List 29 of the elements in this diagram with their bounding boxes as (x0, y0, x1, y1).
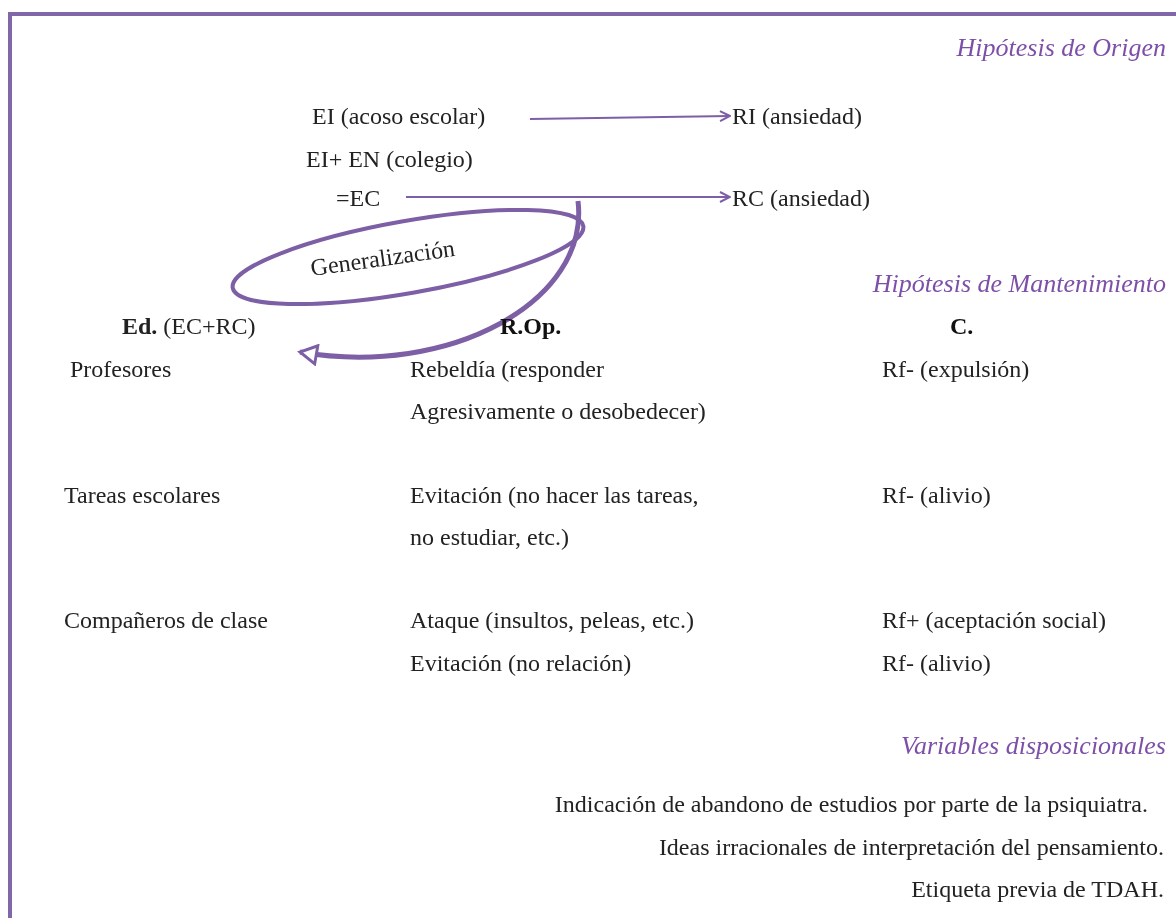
table-text: EI+ EN (colegio) (306, 145, 474, 174)
node-text: =EC (336, 180, 400, 214)
arrow (405, 191, 731, 203)
arrow (298, 201, 581, 365)
arrow (529, 110, 731, 123)
table-text: Rf- (expulsión) (882, 355, 1031, 384)
node-text: EI (acoso escolar) (312, 98, 524, 132)
table-text: Rf- (alivio) (882, 481, 992, 510)
node-text: Ed. (EC+RC) (122, 308, 302, 358)
loop-label: Generalización (308, 234, 458, 283)
table-text: Rf+ (aceptación social) (882, 606, 1108, 635)
table-text: Ideas irracionales de interpretación del pensamiento. (657, 833, 1164, 862)
column-heading: R.Op. (500, 312, 563, 341)
table-text: Rebeldía (responder Agresivamente o desobedecer) (410, 355, 707, 426)
node-text: RI (ansiedad) (732, 98, 902, 132)
table-text: Evitación (no relación) (410, 649, 633, 678)
table-text: Indicación de abandono de estudios por parte de la psiquiatra. (553, 790, 1148, 819)
table-text: Profesores (70, 355, 173, 384)
section-heading: Hipótesis de Origen (955, 32, 1166, 64)
table-text: Compañeros de clase (64, 606, 269, 635)
table-text: Tareas escolares (64, 481, 222, 510)
section-heading: Hipótesis de Mantenimiento (871, 268, 1166, 300)
table-text: Evitación (no hacer las tareas, no estudiar, etc.) (410, 481, 700, 552)
column-heading: C. (950, 312, 975, 341)
section-heading: Variables disposicionales (899, 730, 1166, 762)
table-text: Rf- (alivio) (882, 649, 992, 678)
table-text: Etiqueta previa de TDAH. (910, 875, 1164, 904)
table-text: Ataque (insultos, peleas, etc.) (410, 606, 695, 635)
node-text: RC (ansiedad) (732, 180, 912, 214)
